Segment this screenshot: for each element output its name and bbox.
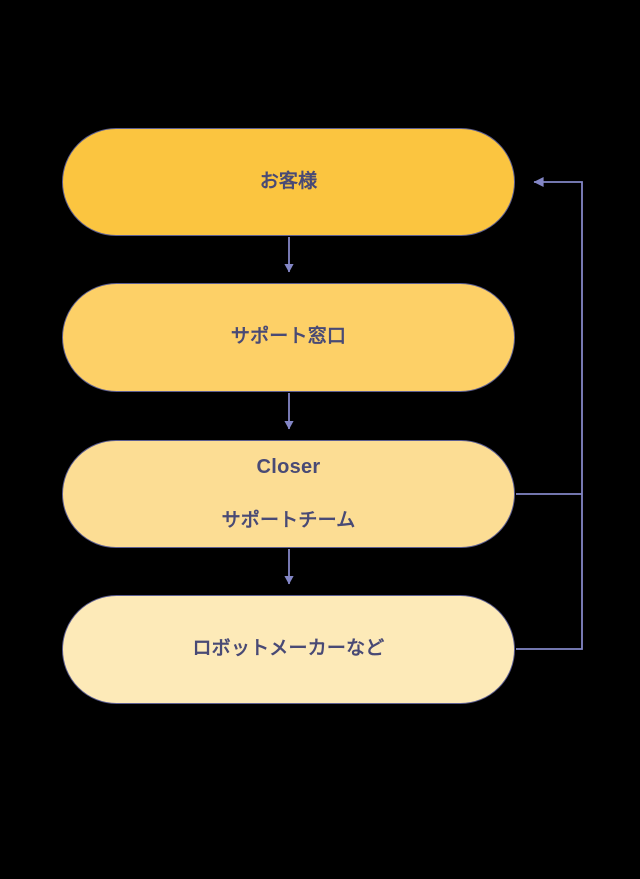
flow-node-closer-support-team-label-line2: サポートチーム xyxy=(221,510,356,532)
edge-robot-makers-feedback-to-customer xyxy=(516,177,583,650)
flow-node-support-desk-label: サポート窓口 xyxy=(230,326,347,348)
flow-node-closer-support-team[interactable]: Closer サポートチーム xyxy=(62,440,515,548)
flow-node-robot-makers[interactable]: ロボットメーカーなど xyxy=(62,595,515,704)
flow-node-closer-support-team-label: Closer サポートチーム xyxy=(204,426,374,562)
flow-node-closer-support-team-label-line1: Closer xyxy=(256,455,321,478)
flow-node-customer-label: お客様 xyxy=(259,170,318,192)
flow-node-robot-makers-label: ロボットメーカーなど xyxy=(192,638,385,660)
flow-node-support-desk[interactable]: サポート窓口 xyxy=(62,283,515,392)
flow-node-customer[interactable]: お客様 xyxy=(62,128,515,236)
